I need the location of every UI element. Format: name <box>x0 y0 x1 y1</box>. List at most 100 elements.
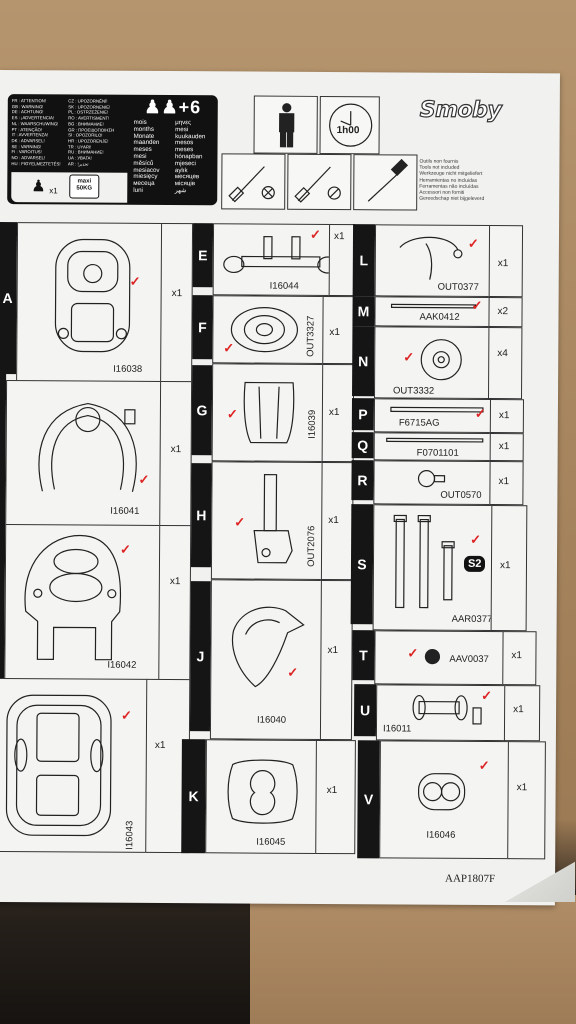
part-code: I16011 <box>382 723 412 735</box>
qty-cell: x2 <box>488 296 523 328</box>
hammer-box <box>353 154 418 211</box>
age-word: luni <box>133 186 143 194</box>
part-qty: x1 <box>154 739 166 752</box>
part-qty: x2 <box>497 306 509 318</box>
brand-logo: Smoby <box>419 97 502 124</box>
check-mark: ✓ <box>470 531 482 547</box>
qty-cell: x1 <box>321 363 355 463</box>
check-mark: ✓ <box>478 757 490 774</box>
warning-line: NL : WAARSCHUWING! <box>11 120 59 127</box>
part-cell-p: ✓ F6715AG <box>373 398 492 434</box>
qty-cell: x4 <box>487 326 523 400</box>
steering-column-drawing <box>253 474 293 564</box>
part-code: OUT0570 <box>440 489 482 501</box>
long-axle-drawing <box>390 406 484 413</box>
warning-languages: FR : ATTENTION! GB : WARNING! DE : ACHTU… <box>11 98 121 167</box>
children-icon: ♟♟ <box>144 96 179 118</box>
part-letter-l: L <box>352 224 376 297</box>
part-cell-a2: ✓ I16041 <box>5 380 163 527</box>
part-qty: x1 <box>511 650 523 662</box>
check-mark: ✓ <box>120 541 132 557</box>
qty-cell: x1 <box>315 739 356 855</box>
part-code: I16045 <box>256 836 286 848</box>
part-code: I16038 <box>113 363 143 375</box>
part-letter-g: G <box>191 365 213 456</box>
part-cell-m: ✓ AAK0412 <box>374 296 491 328</box>
qty-cell: x1 <box>489 432 524 462</box>
qty-cell: x1 <box>328 224 356 297</box>
part-cell-a1: ✓ I16038 <box>16 222 164 383</box>
warning-line: HU : FIGYELMEZTETÉS! <box>11 160 61 167</box>
check-mark: ✓ <box>287 664 299 680</box>
part-cell-u: ✓ I16011 <box>375 684 507 742</box>
rod-drawing <box>390 303 477 309</box>
steering-wheel-drawing <box>230 307 299 353</box>
qty-cell: x1 <box>160 222 194 384</box>
age-word: شهر <box>174 187 187 195</box>
check-mark: ✓ <box>474 405 486 421</box>
qty-cell: x1 <box>502 631 537 686</box>
part-qty: x1 <box>328 407 340 419</box>
check-mark: ✓ <box>129 273 141 289</box>
push-handle-drawing <box>399 236 463 280</box>
age-badge: ♟♟+6 <box>130 97 216 119</box>
part-code: I16046 <box>426 829 456 841</box>
check-mark: ✓ <box>226 406 238 422</box>
part-letter-r: R <box>351 460 374 501</box>
age-words: mois months Monate maanden meses mesi mě… <box>129 118 215 197</box>
table-edge <box>250 895 576 1024</box>
qty-cell: x1 <box>320 461 354 581</box>
part-letter-h: H <box>190 463 212 568</box>
clock-icon <box>329 103 373 147</box>
part-code: AAK0412 <box>419 311 460 323</box>
part-qty: x4 <box>497 348 508 360</box>
check-mark: ✓ <box>407 645 419 661</box>
warning-line: AR : !تحذير <box>67 161 89 167</box>
part-qty: x1 <box>170 444 182 456</box>
qty-cell: x1 <box>488 224 524 298</box>
part-qty: x1 <box>499 560 511 572</box>
check-mark: ✓ <box>234 514 246 530</box>
part-qty: x1 <box>333 231 345 243</box>
part-code: I16044 <box>269 280 299 292</box>
short-axle-drawing <box>386 437 484 443</box>
age-value: +6 <box>178 97 202 118</box>
clock-label: 1h00 <box>336 125 360 137</box>
check-mark: ✓ <box>481 687 493 704</box>
part-cell-l: ✓ OUT0377 <box>374 224 492 298</box>
part-code: OUT2076 <box>305 525 318 567</box>
child-count: x1 <box>49 186 58 196</box>
part-letter-j: J <box>189 581 211 732</box>
part-cell-a3: ✓ I16042 <box>4 524 162 681</box>
part-qty: x1 <box>328 515 339 527</box>
weight-limit-area: ♟ x1 maxi 50KG <box>11 172 128 203</box>
check-mark: ✓ <box>223 340 235 356</box>
check-mark: ✓ <box>467 235 479 251</box>
part-letter-e: E <box>192 223 214 288</box>
part-qty: x1 <box>498 410 510 422</box>
axle-bracket-drawing <box>223 236 339 274</box>
part-code: I16042 <box>107 659 137 671</box>
part-qty: x1 <box>329 327 340 339</box>
part-qty: x1 <box>326 785 338 797</box>
part-code: OUT0377 <box>437 281 479 293</box>
part-cell-k: I16045 <box>205 739 318 854</box>
part-letter-n: N <box>352 326 375 397</box>
warning-panel: FR : ATTENTION! GB : WARNING! DE : ACHTU… <box>7 94 218 206</box>
part-cell-s: S2 ✓ AAR0377 <box>372 504 494 632</box>
part-cell-a4: ✓ I16043 <box>0 677 149 853</box>
part-cell-r: OUT0570 <box>373 460 492 506</box>
qty-cell: x1 <box>322 295 355 365</box>
check-mark: ✓ <box>138 471 150 487</box>
part-cell-h: ✓ OUT2076 <box>210 461 324 580</box>
part-qty: x1 <box>498 441 510 453</box>
part-letter-p: P <box>351 398 375 431</box>
part-letter-k: K <box>181 739 206 854</box>
part-letter-u: U <box>353 684 377 737</box>
check-mark: ✓ <box>121 707 133 723</box>
qty-cell: x1 <box>489 398 524 434</box>
weight-limit-box: maxi 50KG <box>69 174 100 199</box>
part-code: F6715AG <box>398 417 440 429</box>
wheel-drawing <box>420 339 462 381</box>
wheel-hub-drawing <box>412 694 482 725</box>
